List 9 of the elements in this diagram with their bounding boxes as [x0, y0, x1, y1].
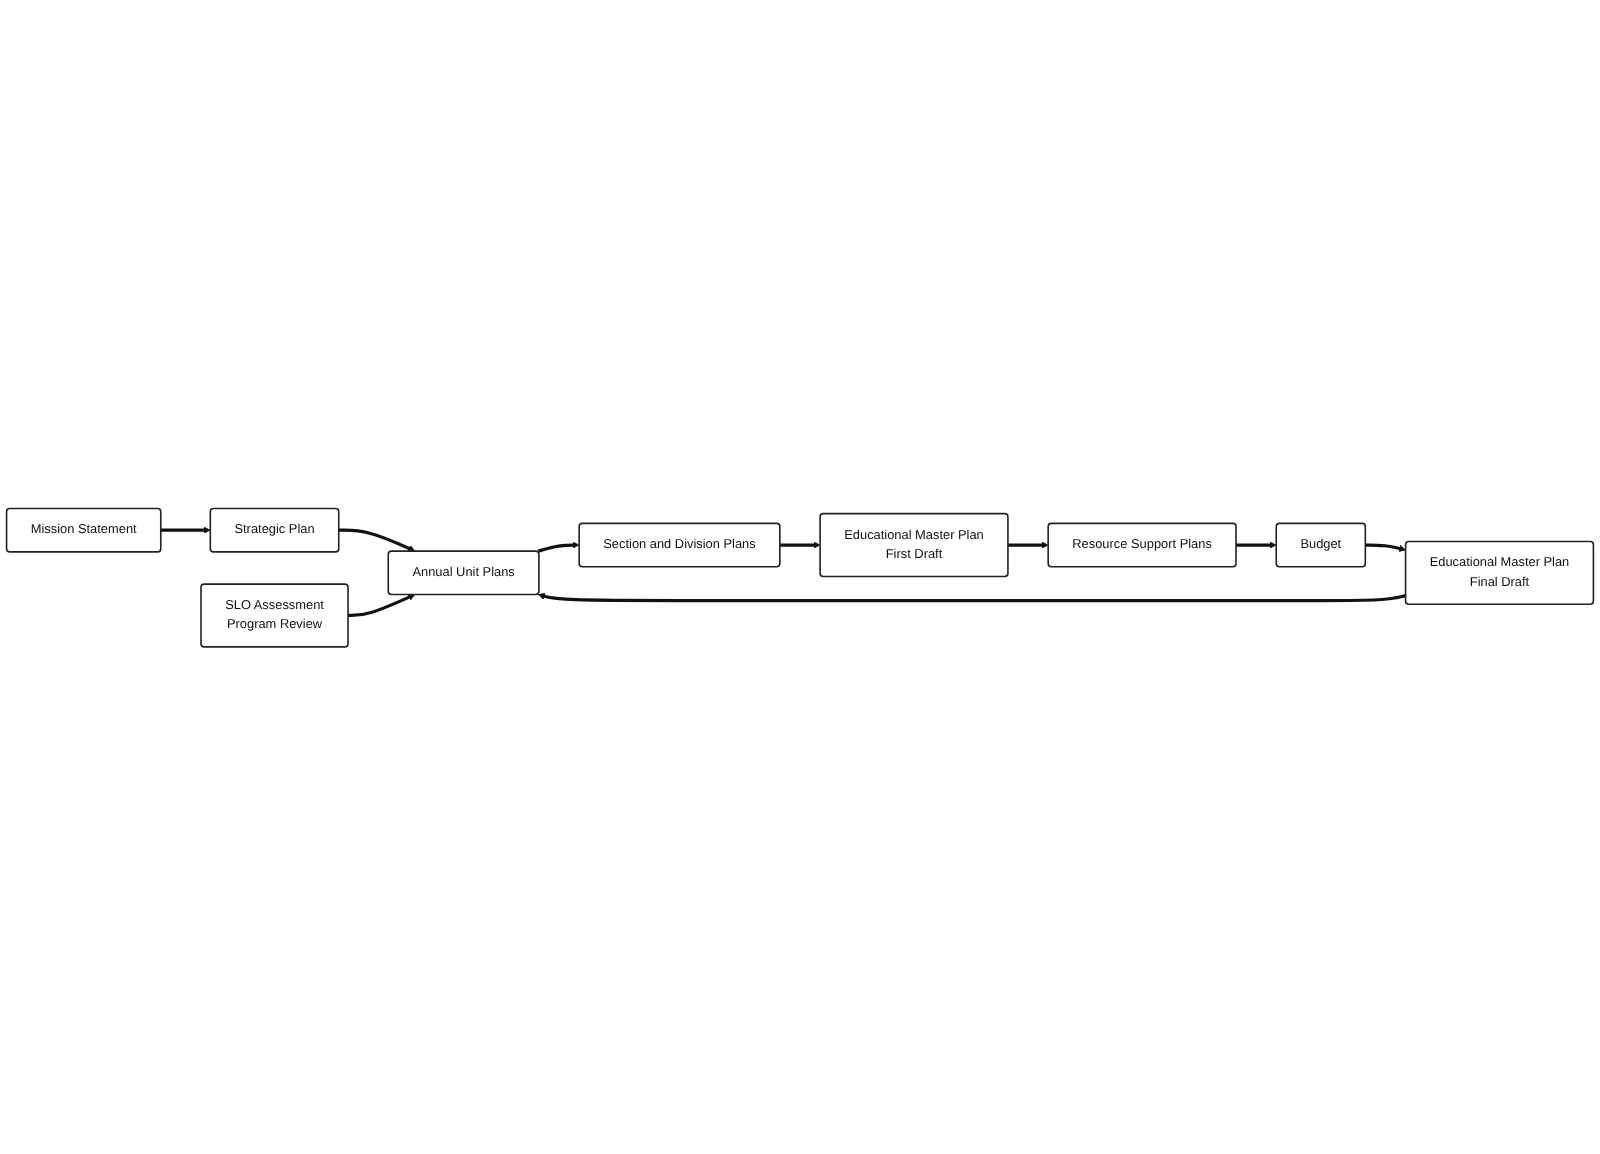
- arrow: [1236, 540, 1277, 548]
- arrow: [1365, 542, 1406, 552]
- arrow: [779, 540, 821, 548]
- arrow: [160, 525, 211, 534]
- arrow: [537, 540, 580, 552]
- arrow: [348, 593, 416, 617]
- arrow: [537, 592, 1406, 602]
- arrow: [1007, 540, 1049, 548]
- arrow: [338, 527, 416, 552]
